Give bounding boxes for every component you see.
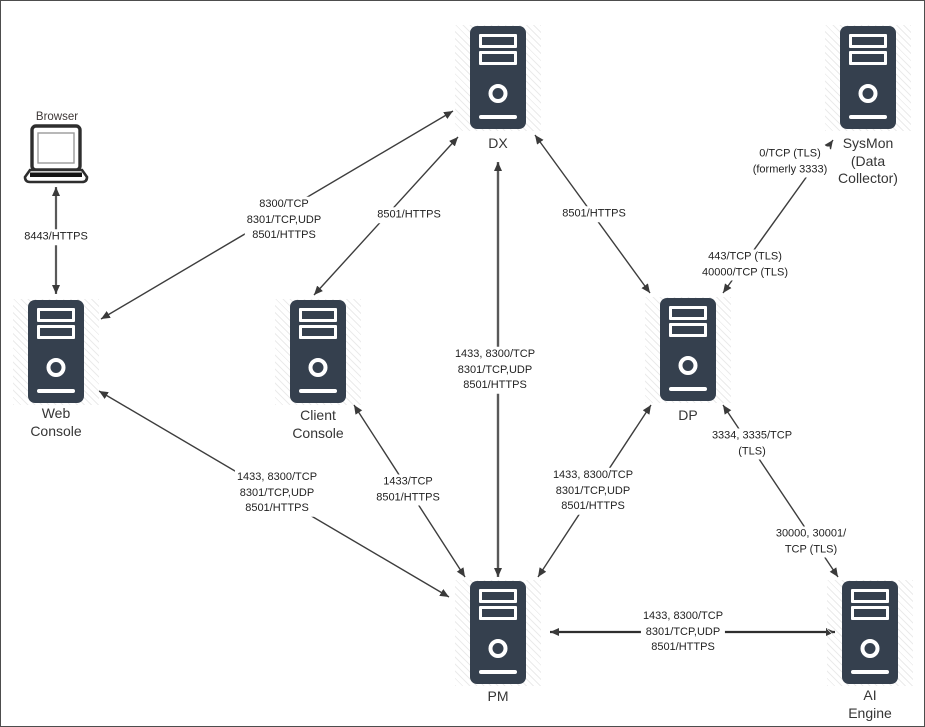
- edge-label-dx-pm: 1433, 8300/TCP 8301/TCP,UDP 8501/HTTPS: [452, 346, 538, 394]
- server-bottom-bar: [479, 115, 517, 119]
- edge-label-sysmon-dp-upper: 0/TCP (TLS) (formerly 3333): [750, 146, 830, 178]
- dp-server-icon: [660, 298, 716, 401]
- pm-label: PM: [487, 688, 509, 704]
- edge-label-web-console-pm: 1433, 8300/TCP 8301/TCP,UDP 8501/HTTPS: [234, 469, 320, 517]
- edge-label-dp-ai-lower: 30000, 30001/ TCP (TLS): [773, 526, 849, 558]
- server-power-circle: [46, 358, 66, 377]
- edge-label-sysmon-dp-lower: 443/TCP (TLS) 40000/TCP (TLS): [699, 249, 791, 281]
- server-slots: [299, 308, 337, 342]
- server-power-circle: [860, 639, 880, 658]
- edge-label-dp-ai-upper: 3334, 3335/TCP (TLS): [709, 428, 795, 460]
- server-power-circle: [858, 84, 878, 103]
- server-power-circle: [308, 358, 328, 377]
- dx-server-icon: [470, 26, 526, 129]
- server-slots: [669, 306, 707, 340]
- client-console-label: Client Console: [292, 407, 344, 441]
- ai-engine-label: AI Engine: [848, 687, 892, 721]
- server-bottom-bar: [299, 389, 337, 393]
- dp-label: DP: [678, 407, 698, 423]
- web-console-label: Web Console: [30, 405, 82, 439]
- server-slots: [851, 589, 889, 623]
- ai-engine-server-icon: [842, 581, 898, 684]
- edge-label-pm-ai-engine: 1433, 8300/TCP 8301/TCP,UDP 8501/HTTPS: [640, 608, 726, 656]
- server-power-circle: [488, 639, 508, 658]
- edge-label-client-console-pm: 1433/TCP 8501/HTTPS: [374, 474, 442, 506]
- server-bottom-bar: [669, 387, 707, 391]
- edge-label-client-console-dx: 8501/HTTPS: [375, 207, 443, 223]
- server-power-circle: [678, 356, 698, 375]
- server-bottom-bar: [849, 115, 887, 119]
- edge-label-dp-pm: 1433, 8300/TCP 8301/TCP,UDP 8501/HTTPS: [550, 467, 636, 515]
- server-slots: [479, 34, 517, 68]
- edge-label-web-console-dx: 8300/TCP 8301/TCP,UDP 8501/HTTPS: [244, 196, 324, 244]
- server-bottom-bar: [37, 389, 75, 393]
- dx-label: DX: [488, 135, 508, 151]
- server-bottom-bar: [479, 670, 517, 674]
- server-slots: [479, 589, 517, 623]
- edge-label-browser-web-console: 8443/HTTPS: [22, 229, 90, 245]
- server-slots: [37, 308, 75, 342]
- server-slots: [849, 34, 887, 68]
- sysmon-label: SysMon (Data Collector): [838, 135, 898, 186]
- server-bottom-bar: [851, 670, 889, 674]
- edge-label-dx-dp: 8501/HTTPS: [560, 206, 628, 222]
- server-power-circle: [488, 84, 508, 103]
- web-console-server-icon: [28, 300, 84, 403]
- browser-label: Browser: [35, 111, 79, 123]
- pm-server-icon: [470, 581, 526, 684]
- client-console-server-icon: [290, 300, 346, 403]
- laptop-icon: [23, 124, 89, 184]
- sysmon-server-icon: [840, 26, 896, 129]
